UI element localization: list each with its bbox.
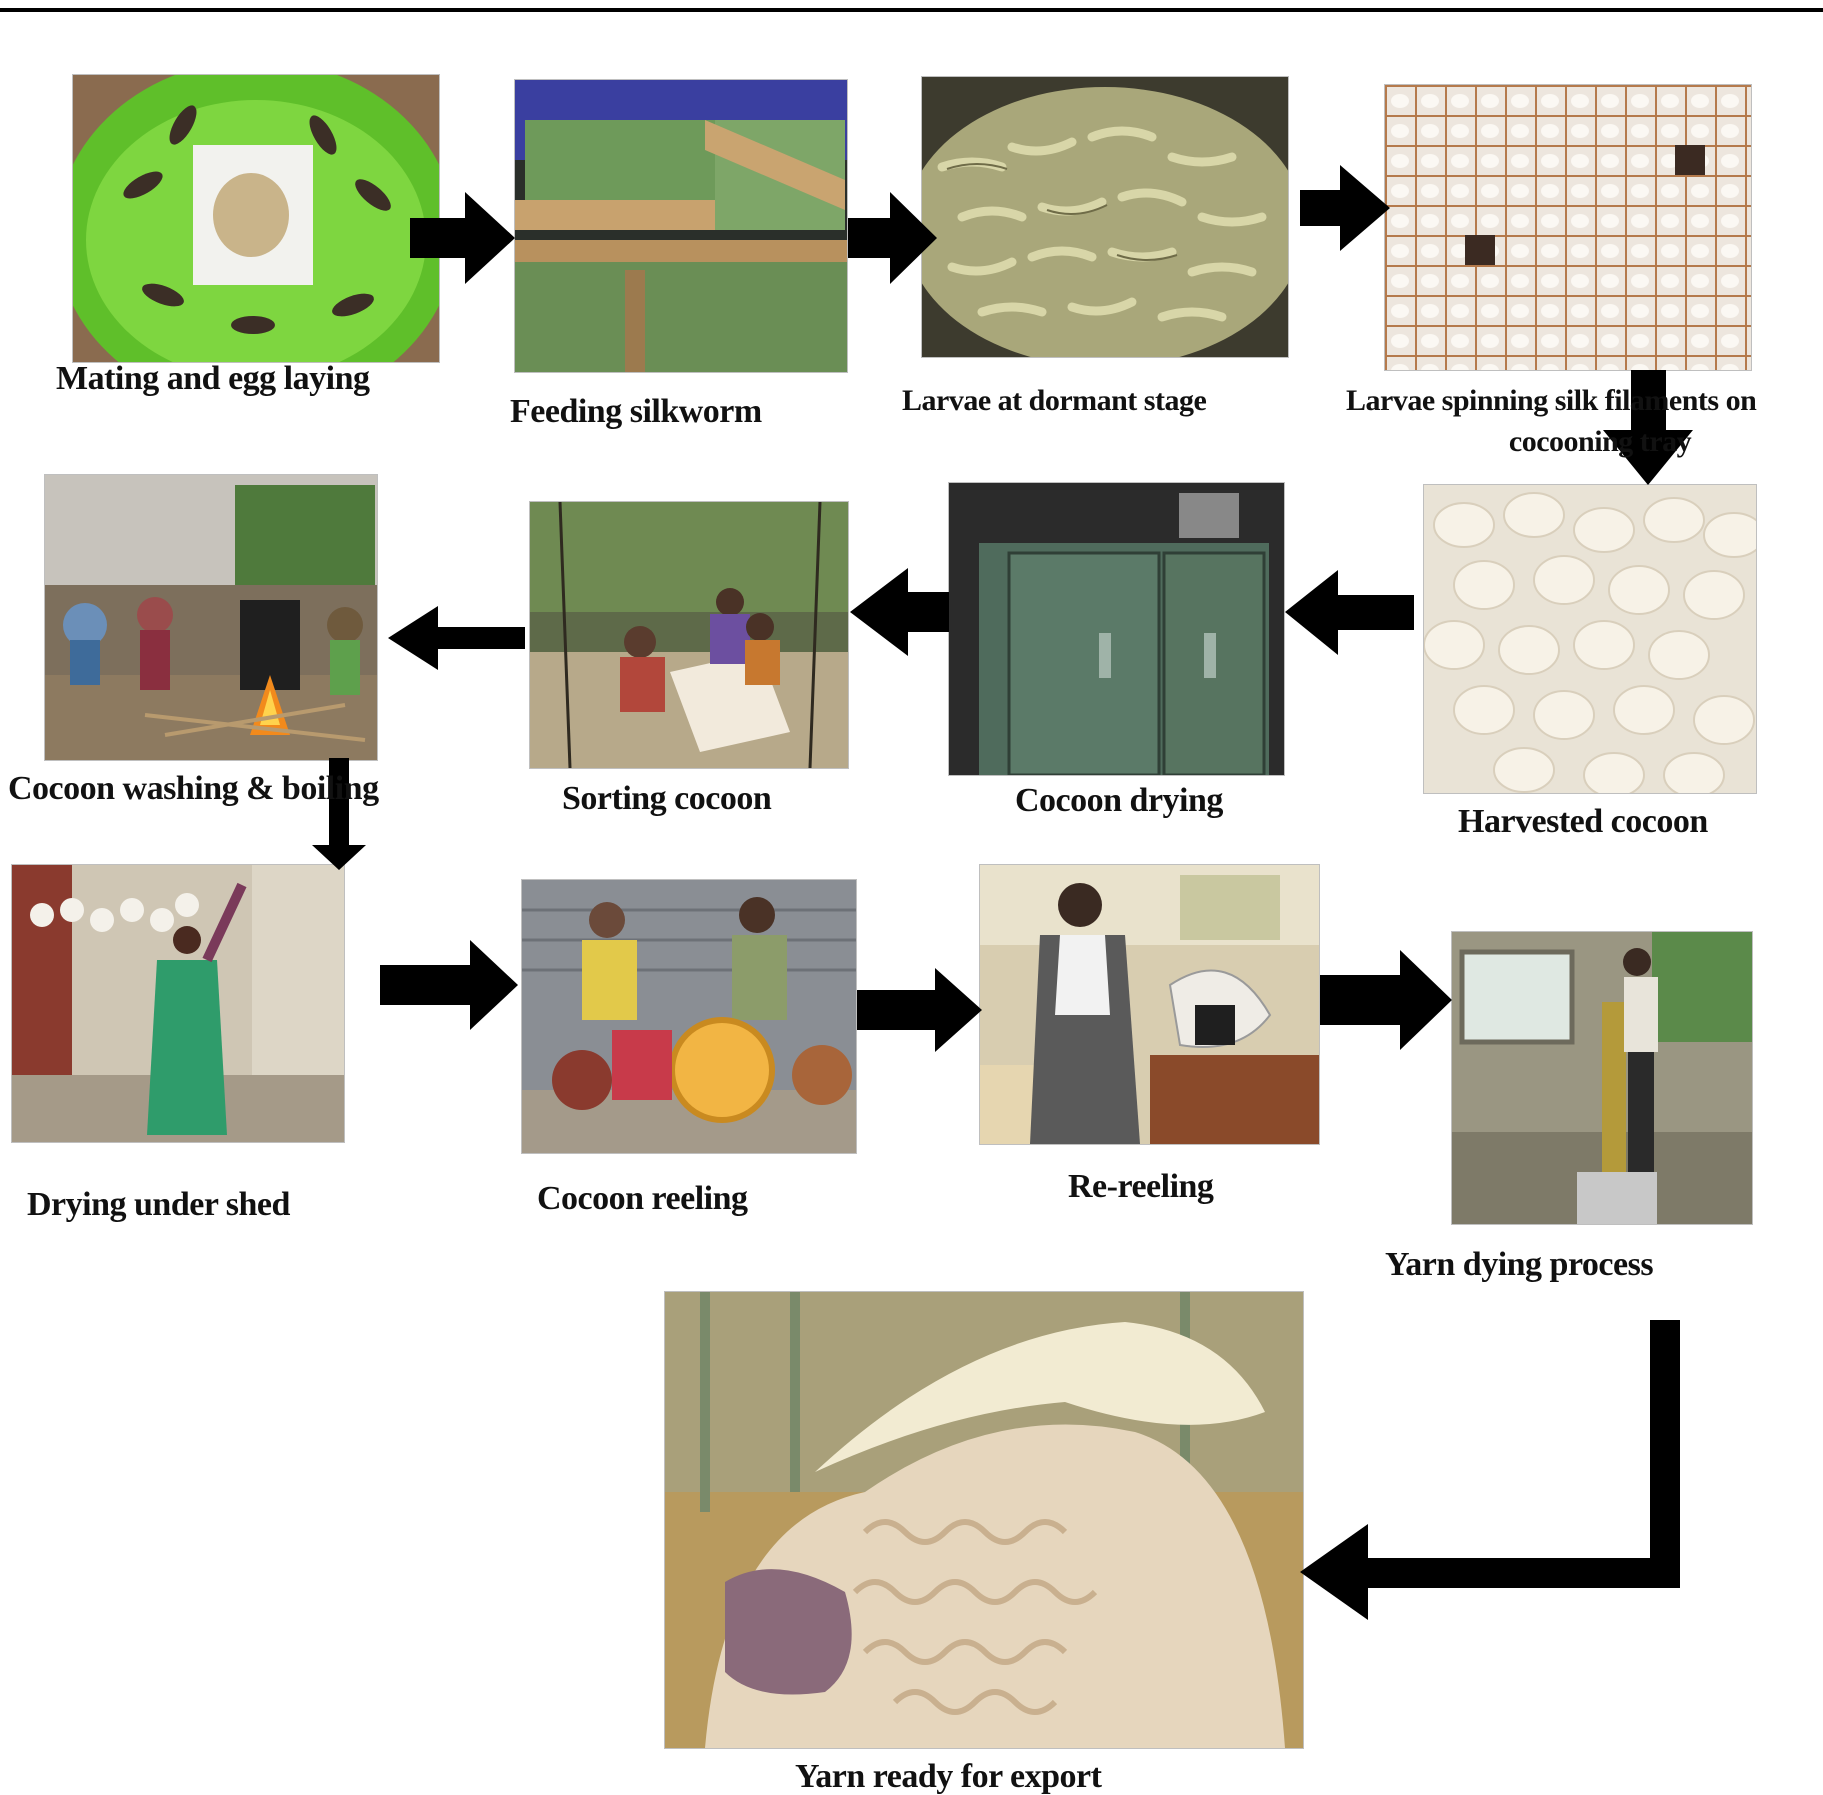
larvae-photo — [922, 77, 1288, 357]
re-reeling-machine-photo — [980, 865, 1319, 1144]
rearing-trays-photo — [515, 80, 847, 372]
arrow-right-icon — [1300, 165, 1390, 251]
shed-drying-photo — [12, 865, 344, 1142]
cocoons-photo — [1424, 485, 1756, 793]
arrow-right-icon — [380, 940, 518, 1030]
boiling-pot-photo — [45, 475, 377, 760]
caption-larvae-spinning-line2: cocooning tray — [1508, 425, 1692, 458]
moths-and-eggs-photo — [73, 75, 439, 362]
caption-sorting-cocoon: Sorting cocoon — [562, 780, 772, 817]
caption-mating-and-egg-laying: Mating and egg laying — [56, 360, 370, 397]
drying-cabinet-photo — [949, 483, 1284, 775]
arrow-right-icon — [1320, 950, 1452, 1050]
caption-cocoon-drying: Cocoon drying — [1015, 782, 1223, 819]
arrow-left-icon — [388, 606, 525, 670]
caption-cocoon-reeling: Cocoon reeling — [537, 1180, 748, 1217]
caption-drying-under-shed: Drying under shed — [27, 1186, 290, 1223]
arrow-right-icon — [857, 968, 982, 1052]
caption-re-reeling: Re-reeling — [1068, 1168, 1214, 1205]
caption-cocoon-washing-boiling: Cocoon washing & boiling — [8, 770, 379, 807]
reeling-wheels-photo — [522, 880, 856, 1153]
caption-harvested-cocoon: Harvested cocoon — [1458, 803, 1708, 840]
yarn-pile-photo — [665, 1292, 1303, 1748]
cocooning-frame-photo — [1385, 85, 1751, 370]
arrow-left-icon — [1285, 570, 1414, 655]
caption-larvae-spinning-line1: Larvae spinning silk filaments on — [1346, 384, 1757, 417]
yarn-dyeing-photo — [1452, 932, 1752, 1224]
sorting-photo — [530, 502, 848, 768]
arrow-left-icon — [850, 568, 949, 656]
caption-yarn-dying-process: Yarn dying process — [1385, 1246, 1654, 1283]
caption-feeding-silkworm: Feeding silkworm — [510, 393, 762, 430]
caption-yarn-ready-for-export: Yarn ready for export — [795, 1758, 1102, 1795]
caption-larvae-dormant: Larvae at dormant stage — [902, 384, 1207, 417]
arrow-elbow-icon — [1300, 1320, 1680, 1620]
top-rule — [0, 8, 1823, 12]
